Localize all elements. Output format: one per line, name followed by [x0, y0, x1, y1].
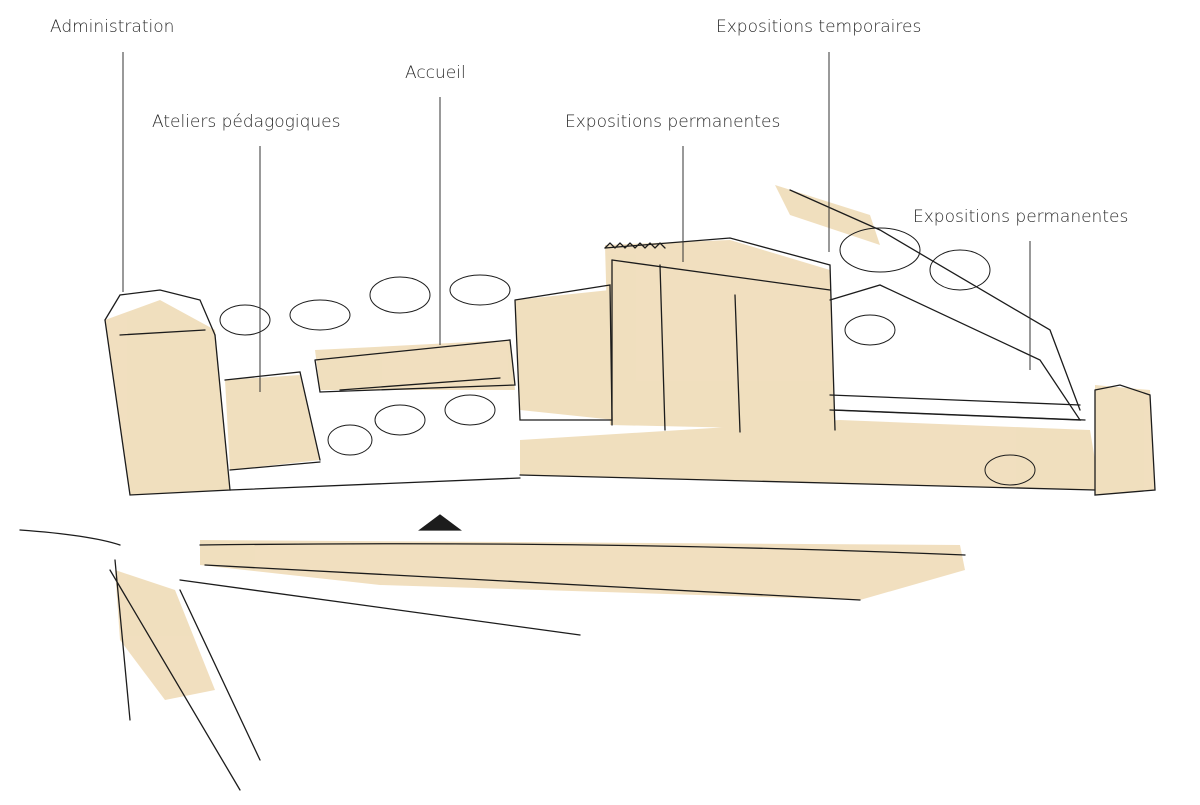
label-expositions-permanentes-wing: Expositions permanentes [913, 207, 1129, 227]
label-expositions-permanentes-keep: Expositions permanentes [565, 112, 781, 132]
label-accueil: Accueil [405, 63, 466, 83]
leader-lines [122, 52, 1031, 392]
ink-lines [19, 189, 1156, 791]
watercolor-wash [105, 185, 1155, 700]
label-administration: Administration [50, 17, 175, 37]
label-expositions-temporaires: Expositions temporaires [716, 17, 922, 37]
label-ateliers-pedagogiques: Ateliers pédagogiques [152, 112, 341, 132]
